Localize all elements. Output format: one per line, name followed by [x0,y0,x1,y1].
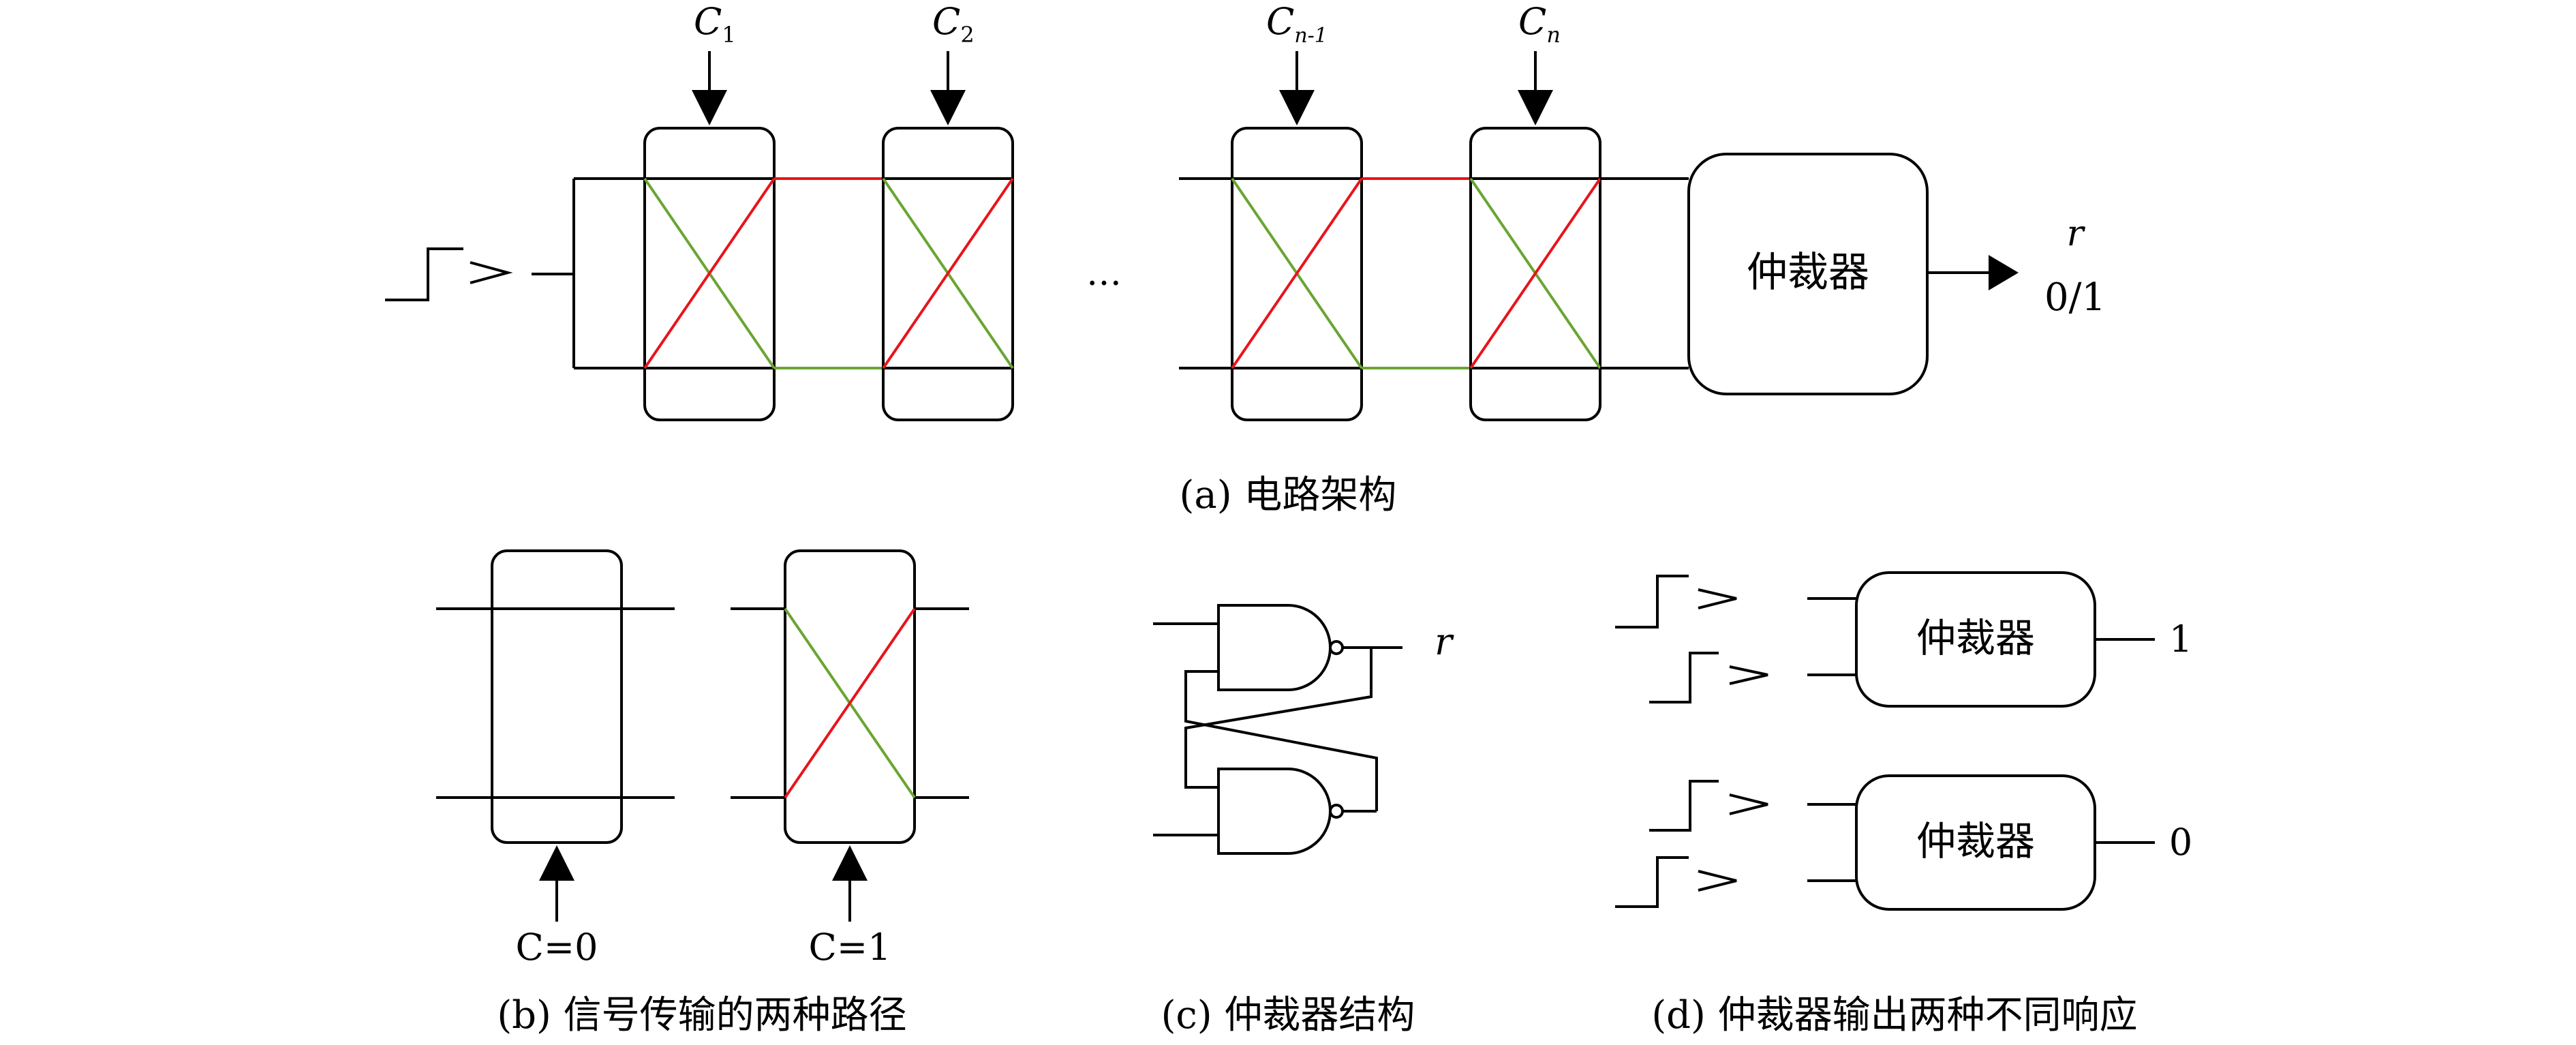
feedback-wire-2 [1184,670,1378,811]
control-arrow-cn [1518,51,1553,125]
nand-gate-bottom [1217,768,1332,855]
output-arrow-icon [1989,255,2019,290]
switch-box-n-1 [1231,127,1363,421]
control-arrow-c1 [692,51,727,125]
step-pulse-input [385,247,463,301]
response-zero: 0 [2169,821,2192,864]
switch-box-straight [436,549,675,844]
step-pulse-early [1649,780,1719,832]
pulse-arrow-icon [1698,588,1737,609]
output-value: 0/1 [2044,275,2106,320]
feedback-wire-1 [1184,648,1373,789]
step-pulse-late [1649,652,1719,703]
pulse-arrow-icon [1729,793,1768,815]
response-one: 1 [2169,618,2192,661]
nand-bubble-top [1329,640,1344,655]
arbiter-label-bottom: 仲裁器 [1916,818,2035,864]
caption-a: (a) 电路架构 [1180,473,1397,517]
switch-box-1 [643,127,776,421]
control-label-c1: C1 [694,0,736,48]
arbiter-label: 仲裁器 [1747,249,1869,297]
caption-d: (d) 仲裁器输出两种不同响应 [1651,993,2137,1038]
arbiter-block-bottom: 仲裁器 [1855,774,2096,911]
panel-d-responses: 仲裁器 1 仲裁器 0 (d) 仲裁器输出两种不同响应 [1615,571,2192,1038]
control-arrow-c2 [930,51,966,125]
caption-c: (c) 仲裁器结构 [1161,993,1415,1038]
step-pulse-late [1615,856,1689,908]
label-c-equals-1: C=1 [809,926,891,969]
ellipsis: … [1086,253,1122,294]
arbiter-output-r: r [1435,620,1454,663]
pulse-arrow-icon [1729,665,1768,685]
arbiter-block: 仲裁器 [1687,153,1929,395]
control-label-cn: Cn [1518,0,1561,48]
switch-box-n [1469,127,1601,421]
nand-gate-top [1217,604,1332,691]
control-arrow-cn-1 [1279,51,1315,125]
arbiter-block-top: 仲裁器 [1855,571,2096,708]
control-label-cn-1: Cn-1 [1266,0,1328,48]
panel-a-circuit: … 仲裁器 r 0/1 [385,0,2106,517]
control-arrow-c1-crossed [832,845,868,922]
panel-b-paths: C=0 C=1 (b) 信号传输的两种路径 [436,549,969,1038]
pulse-arrow-icon [1698,870,1737,892]
switch-box-2 [882,127,1014,421]
output-symbol-r: r [2067,213,2086,254]
panel-c-arbiter-structure: r (c) 仲裁器结构 [1153,604,1454,1038]
input-arrow-icon [470,261,513,284]
caption-b: (b) 信号传输的两种路径 [497,993,906,1038]
arbiter-label-top: 仲裁器 [1916,615,2035,661]
control-label-c2: C2 [932,0,975,48]
switch-box-crossed [731,549,969,844]
control-arrow-c0 [539,845,574,922]
label-c-equals-0: C=0 [516,926,598,969]
nand-bubble-bottom [1329,804,1344,819]
step-pulse-early [1615,575,1689,628]
